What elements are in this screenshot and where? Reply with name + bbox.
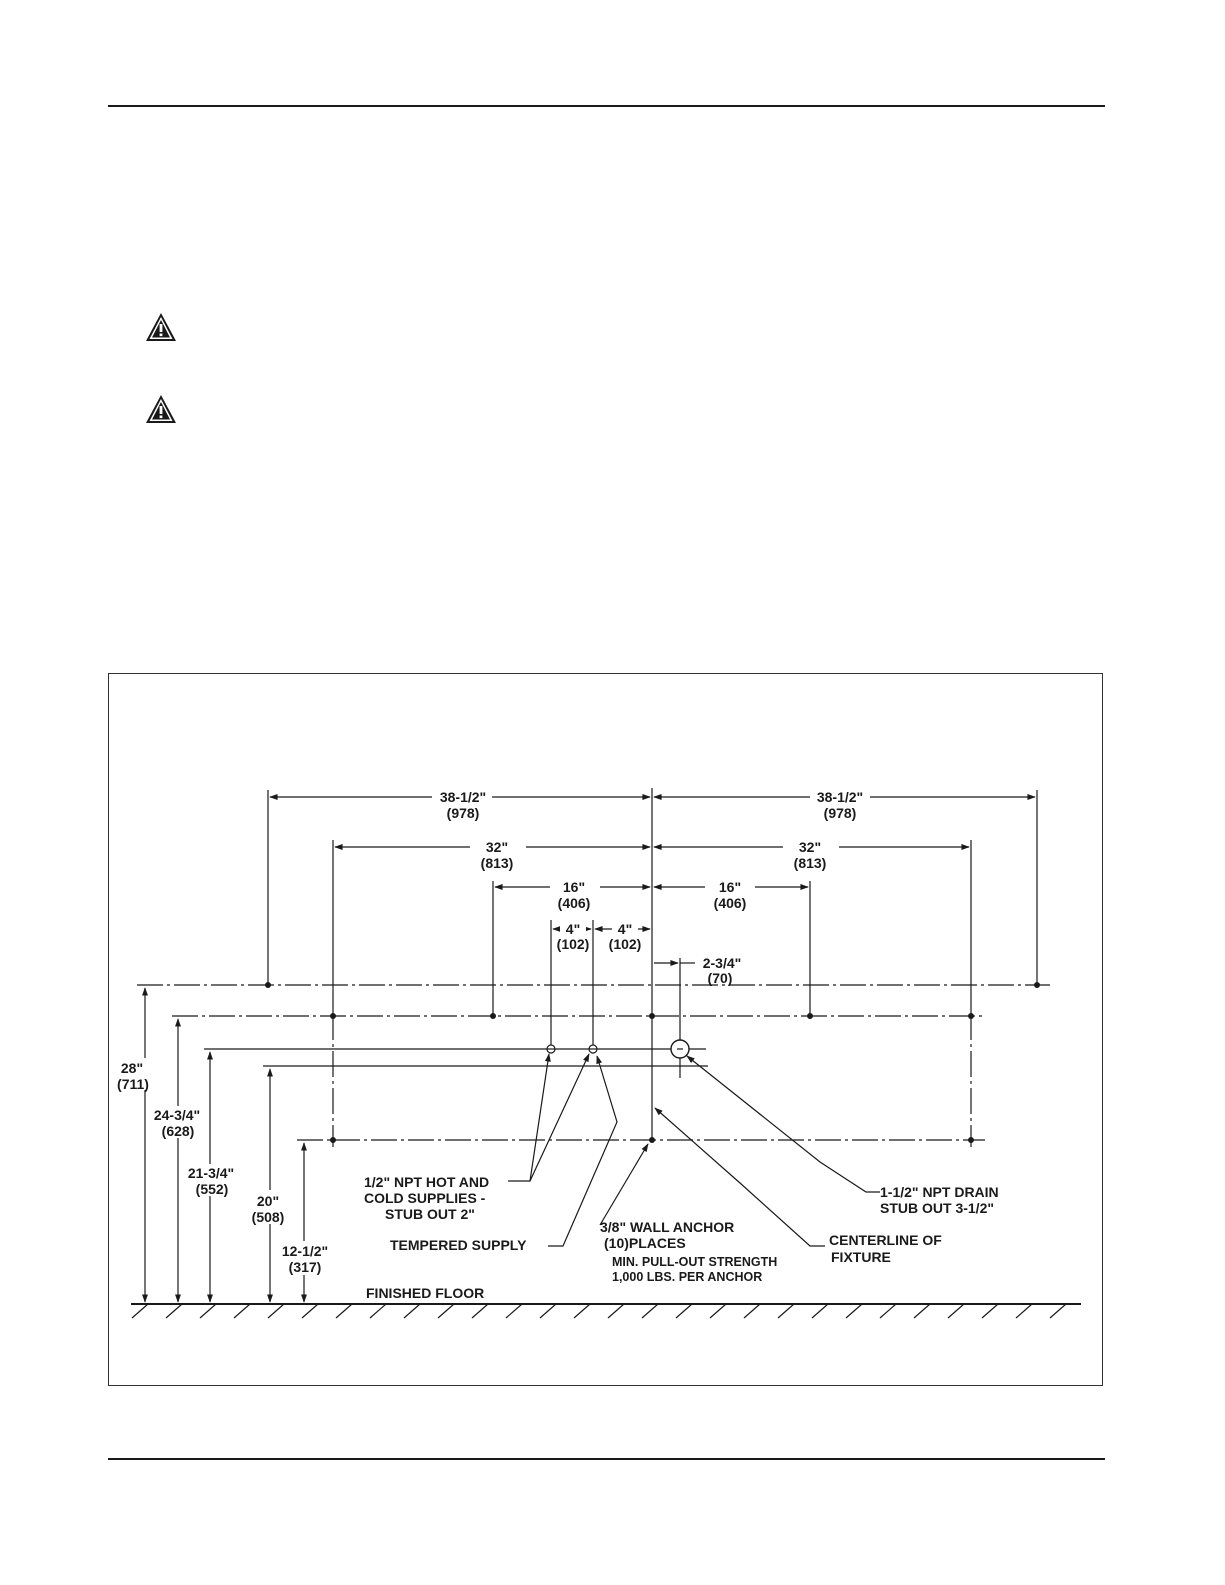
height-dim-24: 24-3/4" (628) (148, 1018, 204, 1303)
header-rule (108, 105, 1105, 107)
dim-32-right: 32" (813) (653, 836, 972, 1014)
dim-32-left: 32" (813) (332, 836, 651, 1014)
floor-hatch-mark (573, 1303, 591, 1319)
floor-hatch-mark (233, 1303, 251, 1319)
height-28-mm: (711) (117, 1076, 149, 1092)
warning-triangle-icon (146, 395, 176, 423)
dim-38-left-in: 38-1/2" (440, 789, 486, 805)
drain-line-2: STUB OUT 3-1/2" (880, 1200, 994, 1216)
height-20-mm: (508) (252, 1209, 285, 1225)
floor-hatch-mark (1049, 1303, 1067, 1319)
height-24-mm: (628) (162, 1123, 195, 1139)
floor-hatch-mark (981, 1303, 999, 1319)
anchor-line-2: (10)PLACES (604, 1235, 686, 1251)
anchor-note-2: 1,000 LBS. PER ANCHOR (612, 1270, 762, 1284)
floor-hatch-mark (199, 1303, 217, 1319)
floor-hatch-mark (369, 1303, 387, 1319)
floor-hatch-mark (913, 1303, 931, 1319)
supplies-line-2: COLD SUPPLIES - (364, 1190, 486, 1206)
dim-38-right: 38-1/2" (978) (653, 788, 1038, 984)
height-dim-28: 28" (711) (112, 987, 154, 1303)
dim-32-right-mm: (813) (794, 855, 827, 871)
centerline-line-1: CENTERLINE OF (829, 1232, 942, 1248)
floor-hatch-mark (845, 1303, 863, 1319)
supplies-line-1: 1/2" NPT HOT AND (364, 1174, 489, 1190)
floor-hatch-mark (539, 1303, 557, 1319)
floor-hatch-mark (641, 1303, 659, 1319)
dim-16-right-in: 16" (719, 879, 741, 895)
tempered-supply-label: TEMPERED SUPPLY (390, 1237, 527, 1253)
height-21-mm: (552) (196, 1181, 229, 1197)
dim-16-left-mm: (406) (558, 895, 591, 911)
finished-floor-label: FINISHED FLOOR (366, 1285, 484, 1301)
dim-4-left-mm: (102) (557, 936, 590, 952)
dim-4-right-in: 4" (618, 921, 632, 937)
floor-hatch-mark (437, 1303, 455, 1319)
dim-38-left-mm: (978) (447, 805, 480, 821)
dim-38-right-mm: (978) (824, 805, 857, 821)
drain-symbol (670, 1039, 690, 1059)
height-20-in: 20" (257, 1193, 279, 1209)
height-12-mm: (317) (289, 1259, 322, 1275)
dim-4-left: 4" (102) (550, 920, 594, 1046)
height-12-in: 12-1/2" (282, 1243, 328, 1259)
anchor-line-1: 3/8" WALL ANCHOR (600, 1219, 734, 1235)
floor-hatch-mark (165, 1303, 183, 1319)
anchor-note-1: MIN. PULL-OUT STRENGTH (612, 1255, 777, 1269)
height-21-in: 21-3/4" (188, 1165, 234, 1181)
hot-cold-supply-symbol (546, 1044, 556, 1054)
dim-38-right-in: 38-1/2" (817, 789, 863, 805)
height-28-in: 28" (121, 1060, 143, 1076)
floor-hatch-mark (1015, 1303, 1033, 1319)
height-dim-12: 12-1/2" (317) (276, 1142, 334, 1303)
dim-4-right: 4" (102) (594, 920, 651, 952)
dim-4-left-in: 4" (566, 921, 580, 937)
floor-hatch-mark (607, 1303, 625, 1319)
dim-32-right-in: 32" (799, 839, 821, 855)
drain-line-1: 1-1/2" NPT DRAIN (880, 1184, 999, 1200)
floor-hatch-mark (743, 1303, 761, 1319)
dim-16-left: 16" (406) (492, 877, 651, 1014)
floor-hatch-mark (267, 1303, 285, 1319)
dim-16-right-mm: (406) (714, 895, 747, 911)
dim-16-right: 16" (406) (653, 877, 811, 1014)
floor-hatch-mark (811, 1303, 829, 1319)
floor-hatch-mark (709, 1303, 727, 1319)
leader-lines (508, 1053, 880, 1247)
floor-hatch-mark (403, 1303, 421, 1319)
floor-hatch-mark (471, 1303, 489, 1319)
supplies-line-3: STUB OUT 2" (385, 1206, 475, 1222)
dim-16-left-in: 16" (563, 879, 585, 895)
dim-4-right-mm: (102) (609, 936, 642, 952)
footer-rule (108, 1458, 1105, 1460)
wall-anchor-dots (265, 982, 1040, 1143)
height-24-in: 24-3/4" (154, 1107, 200, 1123)
tempered-supply-symbol (588, 1044, 598, 1054)
warning-triangle-icon (146, 313, 176, 341)
floor-hatch-mark (301, 1303, 319, 1319)
height-dim-21: 21-3/4" (552) (182, 1051, 240, 1303)
dim-drain-offset-in: 2-3/4" (703, 955, 742, 971)
dim-32-left-in: 32" (486, 839, 508, 855)
diagram-frame (108, 673, 1103, 1386)
height-dim-20: 20" (508) (246, 1068, 294, 1303)
floor-hatch-mark (335, 1303, 353, 1319)
dim-38-left: 38-1/2" (978) (267, 788, 651, 984)
floor-hatching (131, 1303, 1067, 1319)
dim-32-left-mm: (813) (481, 855, 514, 871)
floor-hatch-mark (675, 1303, 693, 1319)
dim-drain-offset-mm: (70) (708, 970, 733, 986)
floor-hatch-mark (777, 1303, 795, 1319)
centerline-line-2: FIXTURE (831, 1249, 891, 1265)
floor-hatch-mark (505, 1303, 523, 1319)
floor-hatch-mark (131, 1303, 149, 1319)
floor-hatch-mark (947, 1303, 965, 1319)
floor-hatch-mark (879, 1303, 897, 1319)
